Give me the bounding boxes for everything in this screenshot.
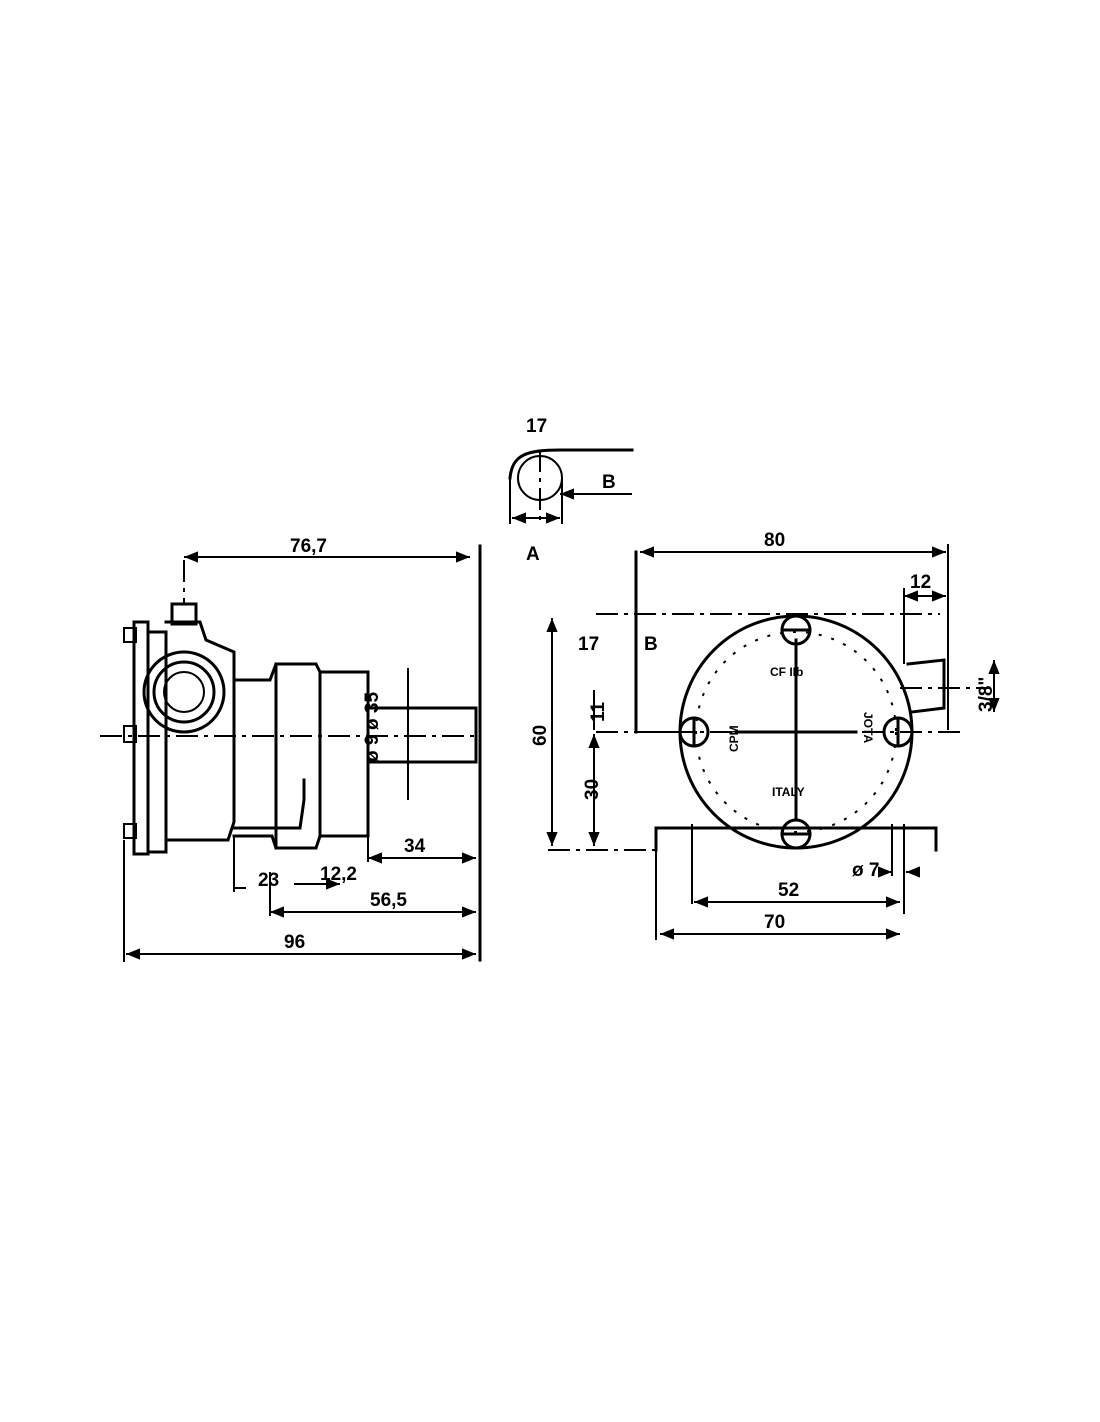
front-screw-top [780, 614, 812, 646]
dim-label-7: ø 7 [852, 860, 879, 881]
side-flange-inner [146, 630, 168, 854]
dim-label-9: ø 9 [362, 735, 383, 762]
detail-a: 17 B A [508, 416, 634, 565]
dim-label-70: 70 [764, 912, 785, 933]
front-label-b: B [644, 634, 658, 655]
dim-label-12-2: 12,2 [320, 864, 357, 885]
dim-label-96: 96 [284, 932, 305, 953]
dim-label-60: 60 [530, 725, 551, 746]
front-base-foot [654, 826, 938, 852]
side-bolt-middle [123, 725, 137, 743]
dim-label-52: 52 [778, 880, 799, 901]
dim-label-30: 30 [582, 779, 603, 800]
dim-label-76-7: 76,7 [290, 536, 327, 557]
detail-label-a: A [526, 544, 540, 565]
front-cover-dotted-ring [695, 631, 897, 833]
detail-label-b: B [602, 472, 616, 493]
dim-label-56-5: 56,5 [370, 890, 407, 911]
dim-label-3-8: 3/8" [976, 677, 997, 712]
dim-label-12: 12 [910, 572, 931, 593]
cover-label-italy: ITALY [772, 785, 805, 799]
cover-label-top: CF IIb [770, 665, 803, 679]
front-right-port [906, 658, 946, 714]
front-screw-bottom [780, 818, 812, 850]
dim-label-11: 11 [588, 701, 609, 722]
side-port-mid [152, 660, 216, 724]
dim-label-23: 23 [258, 870, 279, 891]
side-pump-body [164, 620, 236, 842]
dim-label-35: ø 35 [362, 692, 383, 730]
front-view: CF IIb CPM JOTA ITALY 17 B 80 12 3/8" 60 [530, 530, 1000, 940]
side-outlet-pipe [232, 778, 306, 830]
side-bolt-top [123, 627, 137, 643]
side-port-outer [142, 650, 226, 734]
side-bolt-bottom [123, 823, 137, 839]
cover-label-cpm: CPM [727, 725, 741, 752]
front-label-17: 17 [578, 634, 599, 655]
side-port-inner [163, 671, 205, 713]
detail-label-17: 17 [526, 416, 547, 437]
side-view: 76,7 ø 35 ø 9 34 23 12,2 56,5 96 [100, 536, 482, 962]
dim-label-80: 80 [764, 530, 785, 551]
front-screw-right [882, 716, 914, 748]
dim-label-34: 34 [404, 836, 426, 857]
detail-top-outline [508, 448, 634, 480]
cover-label-jota: JOTA [861, 712, 875, 743]
